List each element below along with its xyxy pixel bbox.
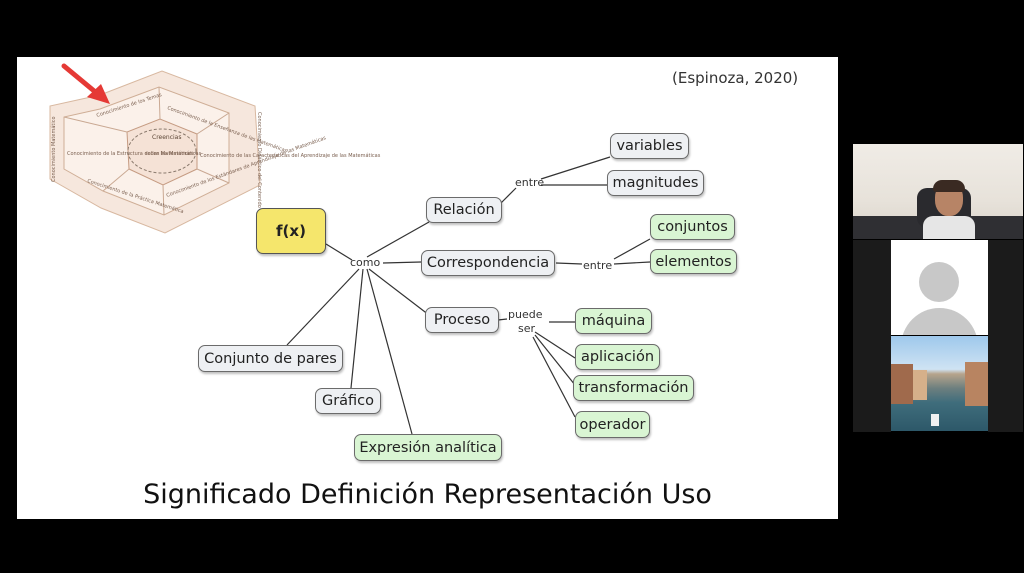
user-avatar-icon (891, 240, 988, 335)
node-operador: operador (575, 411, 650, 438)
hexagon-side-right: Conocimiento Didáctico del Contenido (256, 112, 263, 208)
node-magnitudes: magnitudes (607, 170, 704, 196)
label-entre-correspondencia: entre (583, 259, 613, 272)
node-grafico: Gráfico (315, 388, 381, 414)
concept-map-lines: Creencias sobre las Matemáticas Conocimi… (49, 63, 651, 435)
hexagon-center: Creencias (152, 134, 181, 141)
video-strip-right (988, 240, 1023, 432)
label-como: como (350, 256, 381, 269)
node-variables: variables (610, 133, 689, 159)
label-entre-relacion: entre (515, 176, 545, 189)
node-elementos: elementos (650, 249, 737, 274)
hexagon-center-sub: sobre las Matemáticas (145, 150, 202, 157)
node-conjuntos: conjuntos (650, 214, 735, 240)
node-fx: f(x) (256, 208, 326, 254)
node-relacion: Relación (426, 197, 502, 223)
video-strip-left (853, 240, 891, 432)
citation-text: (Espinoza, 2020) (672, 69, 799, 87)
hexagon-sector-3: Conocimiento de las Características del … (200, 152, 381, 159)
red-arrow-icon (61, 63, 110, 104)
node-aplicacion: aplicación (575, 344, 660, 370)
participant-avatar-tile[interactable] (891, 240, 988, 335)
label-ser: ser (518, 322, 536, 335)
node-transformacion: transformación (573, 375, 694, 401)
presenter-video-tile[interactable] (853, 144, 1023, 239)
participant-venice-tile[interactable] (891, 336, 988, 431)
hexagon-sector-6: Conocimiento de la Estructura de las Mat… (67, 150, 193, 157)
hexagon-side-left: Conocimiento Matemático (50, 116, 57, 182)
bottom-title: Significado Definición Representación Us… (143, 479, 712, 510)
node-maquina: máquina (575, 308, 652, 334)
node-expresion-analitica: Expresión analítica (354, 434, 502, 461)
connector-lines (286, 156, 651, 435)
label-puede: puede (508, 308, 543, 321)
node-correspondencia: Correspondencia (421, 250, 555, 276)
hexagon-diagram (49, 70, 261, 234)
presentation-slide: Creencias sobre las Matemáticas Conocimi… (17, 57, 838, 519)
node-conjunto-pares: Conjunto de pares (198, 345, 343, 372)
node-proceso: Proceso (425, 307, 499, 333)
